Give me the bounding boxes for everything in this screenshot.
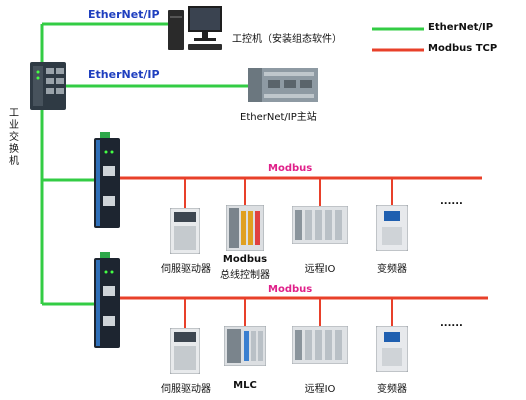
bus1-more-indicator: ...... bbox=[440, 196, 463, 207]
bus2-vfd-label: 变频器 bbox=[377, 384, 407, 395]
bus2-servo-drive-icon bbox=[170, 328, 200, 374]
master-label: EtherNet/IP主站 bbox=[240, 112, 317, 123]
industrial-pc-icon bbox=[168, 6, 222, 50]
legend-modbus-text: Modbus TCP bbox=[428, 43, 498, 54]
bus2-vfd-icon bbox=[376, 326, 408, 372]
bus1-modbus-controller-icon bbox=[226, 205, 264, 251]
bus1-controller-label-2: 总线控制器 bbox=[220, 270, 270, 281]
bus1-remote-io-icon bbox=[292, 206, 348, 244]
gateway-1-icon bbox=[94, 132, 120, 228]
bus1-vfd-icon bbox=[376, 205, 408, 251]
bus1-servo-label: 伺服驱动器 bbox=[161, 264, 211, 275]
legend-ethip-text: EtherNet/IP bbox=[428, 22, 494, 33]
bus2-remote-io-label: 远程IO bbox=[304, 384, 336, 395]
ethip-link2-label: EtherNet/IP bbox=[88, 68, 160, 81]
bus2-remote-io-icon bbox=[292, 326, 348, 364]
bus1-vfd-label: 变频器 bbox=[377, 264, 407, 275]
bus1-modbus-label: Modbus bbox=[268, 163, 313, 174]
ipc-label: 工控机（安装组态软件） bbox=[232, 34, 342, 45]
ethip-link1-label: EtherNet/IP bbox=[88, 8, 160, 21]
bus2-mlc-icon bbox=[224, 326, 266, 366]
bus2-servo-label: 伺服驱动器 bbox=[161, 384, 211, 395]
bus1-remote-io-label: 远程IO bbox=[304, 264, 336, 275]
bus1-controller-label-1: Modbus bbox=[222, 254, 268, 265]
bus1-servo-drive-icon bbox=[170, 208, 200, 254]
industrial-switch-icon bbox=[30, 62, 66, 110]
switch-label: 工业交换机 bbox=[9, 108, 19, 167]
bus2-mlc-label: MLC bbox=[233, 380, 257, 391]
bus2-more-indicator: ...... bbox=[440, 318, 463, 329]
bus2-modbus-label: Modbus bbox=[268, 284, 313, 295]
ethernet-ip-master-plc-icon bbox=[248, 68, 318, 102]
gateway-2-icon bbox=[94, 252, 120, 348]
